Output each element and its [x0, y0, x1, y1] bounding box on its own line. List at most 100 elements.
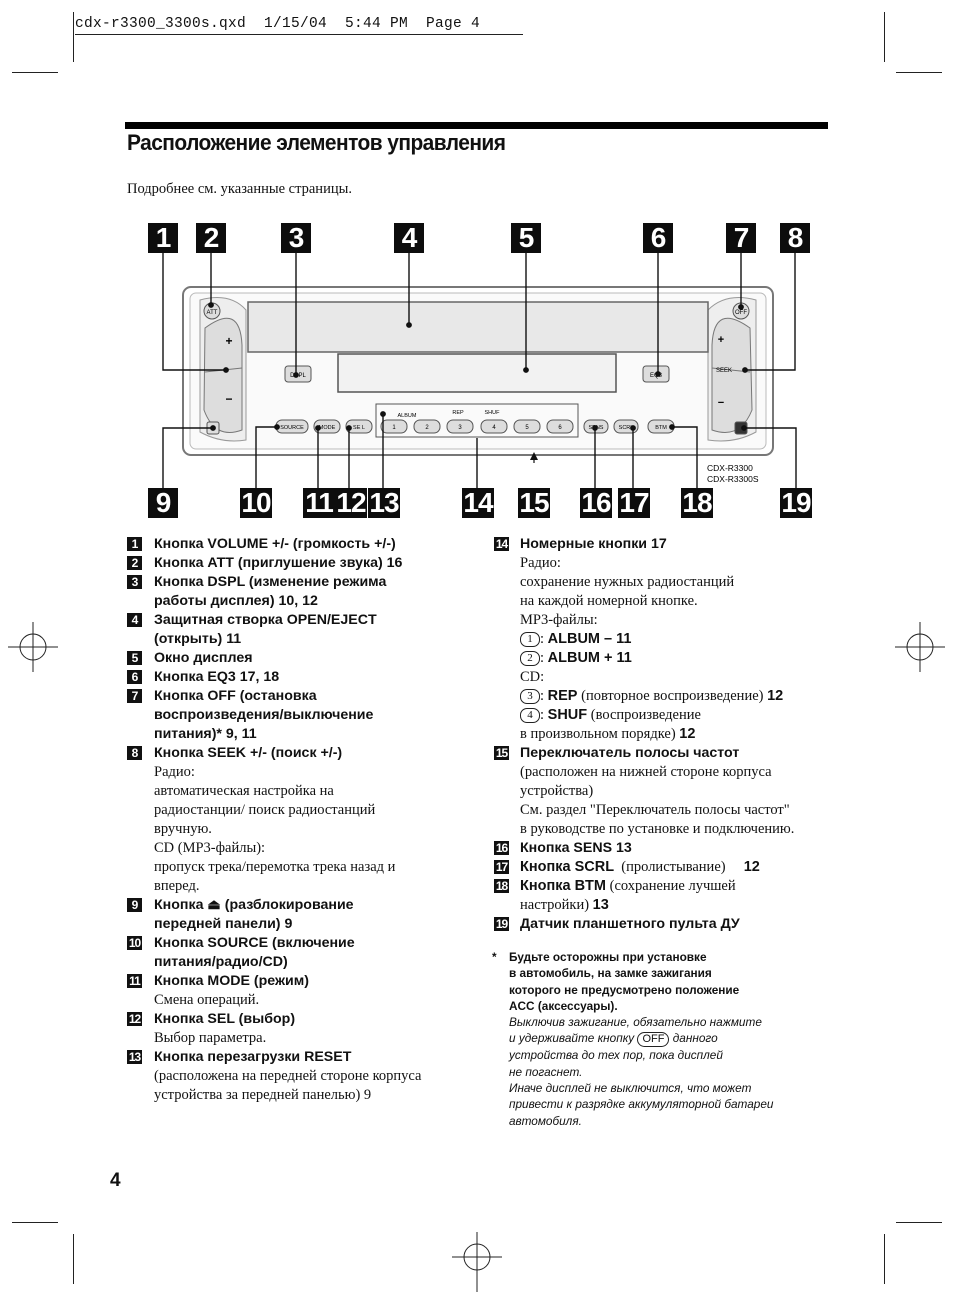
- callout-15: 15: [518, 487, 550, 518]
- crop-mark: [884, 12, 885, 62]
- legend-item-5: 5 Окно дисплея: [127, 649, 467, 668]
- leader-9: [162, 427, 213, 488]
- item-desc: (пролистывание): [621, 859, 726, 875]
- callout-17: 17: [618, 487, 650, 518]
- note-text: и удерживайте кнопку OFF данного: [492, 1030, 812, 1048]
- item-title-cont: питания/радио/CD): [154, 954, 288, 970]
- crop-mark: [73, 12, 74, 62]
- page-number: 4: [110, 1170, 121, 1191]
- footnote-star: *: [492, 950, 497, 964]
- item-title: Датчик планшетного пульта ДУ: [520, 916, 740, 932]
- preset-desc-4-cont: в произвольном порядке) 12: [520, 725, 834, 744]
- preset-1-label: 1: [392, 425, 396, 431]
- preset-desc: в произвольном порядке): [520, 726, 676, 742]
- model-name-2: CDX-R3300S: [707, 474, 759, 484]
- callout-6: 6: [643, 223, 673, 253]
- off-button-symbol: OFF: [637, 1032, 670, 1048]
- leader-1: [162, 253, 226, 371]
- note-fragment: данного: [672, 1031, 718, 1046]
- note-text: Иначе дисплей не выключится, что может: [509, 1081, 752, 1096]
- legend-item-6: 6 Кнопка EQ3 17, 18: [127, 668, 467, 687]
- item-desc: на каждой номерной кнопке.: [520, 593, 698, 609]
- intro-text: Подробнее см. указанные страницы.: [127, 181, 352, 197]
- preset-desc-3: 3: REP (повторное воспроизведение) 12: [520, 687, 834, 706]
- preset-label: ALBUM + 11: [547, 650, 632, 666]
- seek-minus-label: −: [718, 397, 724, 409]
- item-desc: (расположен на нижней стороне корпуса: [520, 764, 772, 780]
- callout-8: 8: [780, 223, 810, 253]
- item-title-cont: передней панели) 9: [154, 916, 293, 932]
- file-slug: cdx-r3300_3300s.qxd 1/15/04 5:44 PM Page…: [75, 16, 481, 32]
- note-text: автомобиля.: [509, 1113, 582, 1128]
- leader-18: [672, 426, 698, 488]
- item-desc: радиостанции/ поиск радиостанций: [154, 802, 376, 818]
- att-label: ATT: [207, 310, 218, 316]
- legend-item-8: 8 Кнопка SEEK +/- (поиск +/-) Радио: авт…: [127, 744, 467, 896]
- item-title-cont: воспроизведения/выключение: [154, 707, 374, 723]
- item-title: Кнопка SOURCE (включение: [154, 935, 355, 951]
- item-title: Переключатель полосы частот: [520, 745, 740, 761]
- source-label: SOURCE: [280, 425, 304, 431]
- item-number: 7: [127, 689, 142, 703]
- warning-text: в автомобиль, на замке зажигания: [509, 966, 712, 981]
- preset-circle: 3: [520, 689, 540, 704]
- legend-item-14: 14 Номерные кнопки 17 Радио: сохранение …: [494, 535, 834, 744]
- legend-item-19: 19 Датчик планшетного пульта ДУ: [494, 915, 834, 934]
- preset-2-label: 2: [425, 425, 429, 431]
- callout-9: 9: [148, 488, 178, 518]
- item-title: Кнопка BTM: [520, 878, 606, 894]
- item-title-cont: работы дисплея) 10, 12: [154, 593, 318, 609]
- footnote: * Будьте осторожны при установке в автом…: [492, 949, 812, 1129]
- preset-6-label: 6: [558, 425, 562, 431]
- preset-5-label: 5: [525, 425, 529, 431]
- item-desc: Радио:: [520, 555, 561, 571]
- volume-rocker: [203, 317, 243, 433]
- legend-right: 14 Номерные кнопки 17 Радио: сохранение …: [494, 535, 834, 934]
- shuf-label: SHUF: [485, 410, 501, 416]
- note-text: Выключив зажигание, обязательно нажмите: [509, 1015, 762, 1030]
- preset-circle: 4: [520, 708, 540, 723]
- item-title: Кнопка DSPL (изменение режима: [154, 574, 387, 590]
- item-desc: MP3-файлы:: [520, 612, 598, 628]
- preset-label: SHUF: [547, 707, 588, 723]
- crop-mark: [884, 1234, 885, 1284]
- item-title: Кнопка OFF (остановка: [154, 688, 317, 704]
- item-title: Кнопка SENS 13: [520, 840, 632, 856]
- item-title: Защитная створка OPEN/EJECT: [154, 612, 377, 628]
- item-number: 13: [127, 1050, 142, 1064]
- legend-item-15: 15 Переключатель полосы частот (располож…: [494, 744, 834, 839]
- item-number: 16: [494, 841, 509, 855]
- album-label: ALBUM: [398, 413, 417, 419]
- note-text: устройства до тех пор, пока дисплей: [509, 1048, 723, 1063]
- open-eject-flap: [247, 301, 709, 353]
- legend-item-13: 13 Кнопка перезагрузки RESET(расположена…: [127, 1048, 467, 1105]
- legend-item-4: 4 Защитная створка OPEN/EJECT(открыть) 1…: [127, 611, 467, 649]
- callout-14: 14: [462, 487, 494, 518]
- sel-button-shape: [345, 419, 373, 434]
- item-desc: Смена операций.: [154, 992, 260, 1008]
- callout-4: 4: [394, 223, 424, 253]
- item-desc: в руководстве по установке и подключению…: [520, 821, 795, 837]
- preset-circle: 2: [520, 651, 540, 666]
- item-title: Кнопка SEL (выбор): [154, 1011, 296, 1027]
- item-number: 9: [127, 898, 142, 912]
- callout-7: 7: [726, 223, 756, 253]
- item-desc: CD:: [520, 669, 545, 685]
- preset-2-shape: [413, 419, 441, 434]
- band-switch-arrow: [530, 452, 538, 460]
- item-desc: вручную.: [154, 821, 212, 837]
- callout-10: 10: [240, 487, 272, 518]
- mode-button-shape: [313, 419, 341, 434]
- title-rule: [125, 122, 828, 129]
- leader-8: [745, 253, 796, 371]
- callout-1: 1: [148, 223, 178, 253]
- item-number: 19: [494, 917, 509, 931]
- vol-minus-label: −: [225, 392, 232, 406]
- warning-text: ACC (аксессуары).: [509, 998, 618, 1013]
- mode-label: MODE: [319, 425, 336, 431]
- callout-2: 2: [196, 223, 226, 253]
- item-title: Кнопка VOLUME +/- (громкость +/-): [154, 536, 396, 552]
- item-number: 2: [127, 556, 142, 570]
- item-desc: устройства за передней панелью) 9: [154, 1087, 372, 1103]
